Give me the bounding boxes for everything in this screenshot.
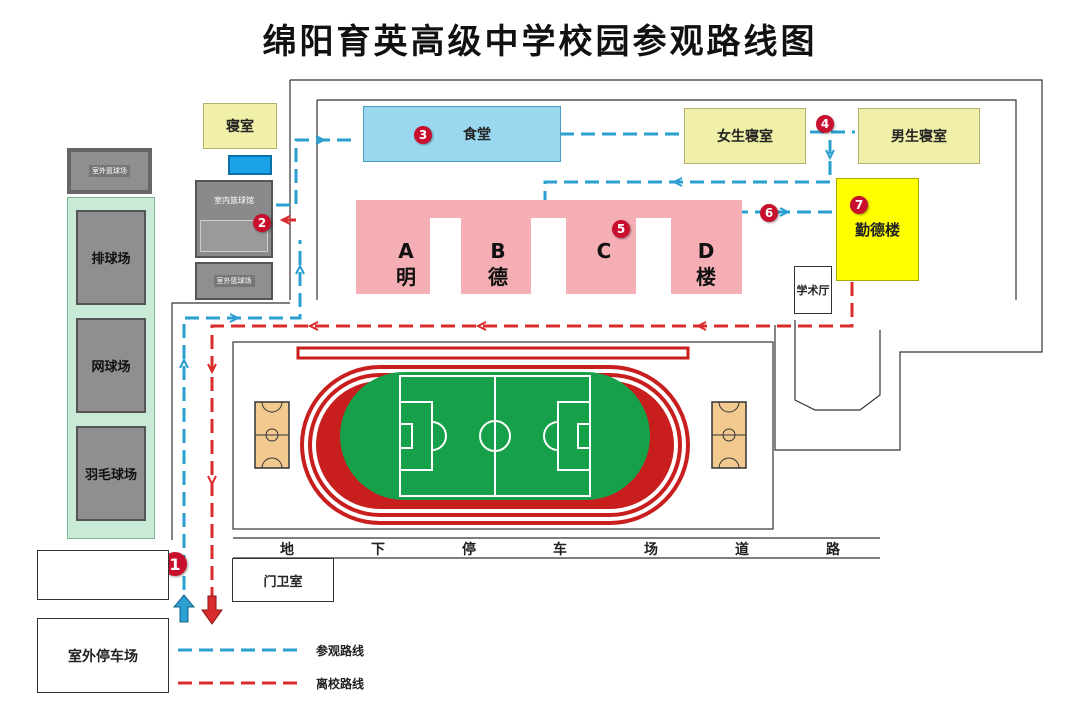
road-char-7: 路 — [826, 542, 840, 558]
tennis-court: 网球场 — [76, 318, 146, 413]
campus-boundary — [290, 79, 1043, 451]
outdoor-court-bottom: 室外篮球场 — [195, 262, 273, 300]
left-arc — [431, 421, 447, 451]
qinde-building: 勤德楼 — [836, 178, 919, 281]
pool — [228, 155, 272, 175]
gym-curve — [794, 320, 881, 411]
teaching-gap-3 — [636, 218, 671, 294]
canteen: 食堂 — [363, 106, 561, 162]
volleyball-court: 排球场 — [76, 210, 146, 305]
stadium-area — [232, 341, 774, 530]
canteen-label: 食堂 — [463, 127, 491, 143]
auditorium: 学术厅 — [794, 266, 832, 314]
right-goal-box — [577, 423, 591, 449]
girls-dormitory: 女生寝室 — [684, 108, 806, 164]
wing-b — [461, 218, 531, 294]
road-char-1: 地 — [280, 542, 294, 558]
wing-b-letter: B — [490, 239, 506, 263]
stop-2-marker: 2 — [253, 214, 271, 232]
boys-dormitory: 男生寝室 — [858, 108, 980, 164]
badminton-court: 羽毛球场 — [76, 426, 146, 521]
wing-c-letter: C — [596, 239, 612, 263]
stadium-stand — [296, 346, 690, 360]
wing-b-char: 德 — [488, 265, 508, 289]
inner-boundary — [317, 99, 1017, 300]
outdoor-court-top-left-label: 室外篮球场 — [89, 165, 130, 177]
legend-visit-label: 参观路线 — [316, 644, 365, 658]
wing-a-label: A 明 — [388, 238, 424, 290]
gate-house: 门卫室 — [232, 558, 334, 602]
road-char-5: 场 — [644, 542, 658, 558]
stop-5-marker: 5 — [612, 220, 630, 238]
teaching-gap-2 — [531, 218, 566, 294]
stop-6-marker: 6 — [760, 204, 778, 222]
underground-parking-road: 地 下 停 车 场 道 路 — [280, 539, 840, 559]
dormitory-small: 寝室 — [203, 103, 277, 149]
entrance-arrow — [172, 594, 196, 623]
road-char-6: 道 — [735, 542, 749, 558]
outdoor-parking: 室外停车场 — [37, 618, 169, 693]
outdoor-court-top-left: 室外篮球场 — [67, 148, 152, 194]
empty-lot — [37, 550, 169, 600]
leave-route-arrows — [207, 215, 707, 487]
wing-b-label: B 德 — [480, 238, 516, 290]
center-circle — [479, 420, 511, 452]
wing-c-label: C — [586, 238, 622, 264]
legend-leave-label: 离校路线 — [316, 677, 365, 691]
stop-3-marker: 3 — [414, 126, 432, 144]
right-basketball-court — [711, 401, 747, 469]
indoor-gym-label: 室内篮球馆 — [214, 195, 254, 205]
wing-a-letter: A — [398, 239, 414, 263]
stop-4-marker: 4 — [816, 115, 834, 133]
exit-arrow — [201, 595, 223, 625]
outdoor-court-bottom-label: 室外篮球场 — [213, 275, 255, 287]
left-basketball-court — [254, 401, 290, 469]
visit-route-arrows — [179, 135, 835, 369]
road-char-2: 下 — [371, 542, 385, 558]
left-goal-box — [399, 423, 413, 449]
page-title: 绵阳育英高级中学校园参观路线图 — [262, 22, 818, 62]
leave-route — [210, 218, 854, 598]
wing-d-letter: D — [697, 239, 715, 263]
wing-a-char: 明 — [396, 265, 416, 289]
stop-7-marker: 7 — [850, 196, 868, 214]
wing-d-char: 楼 — [696, 265, 716, 289]
teaching-gap-1 — [430, 218, 461, 294]
wing-d-label: D 楼 — [688, 238, 724, 290]
road-char-4: 车 — [553, 542, 567, 558]
lower-boundary — [171, 302, 290, 540]
teaching-building-top — [356, 200, 742, 220]
road-char-3: 停 — [462, 542, 476, 558]
wing-d — [671, 218, 742, 294]
right-arc — [543, 421, 559, 451]
